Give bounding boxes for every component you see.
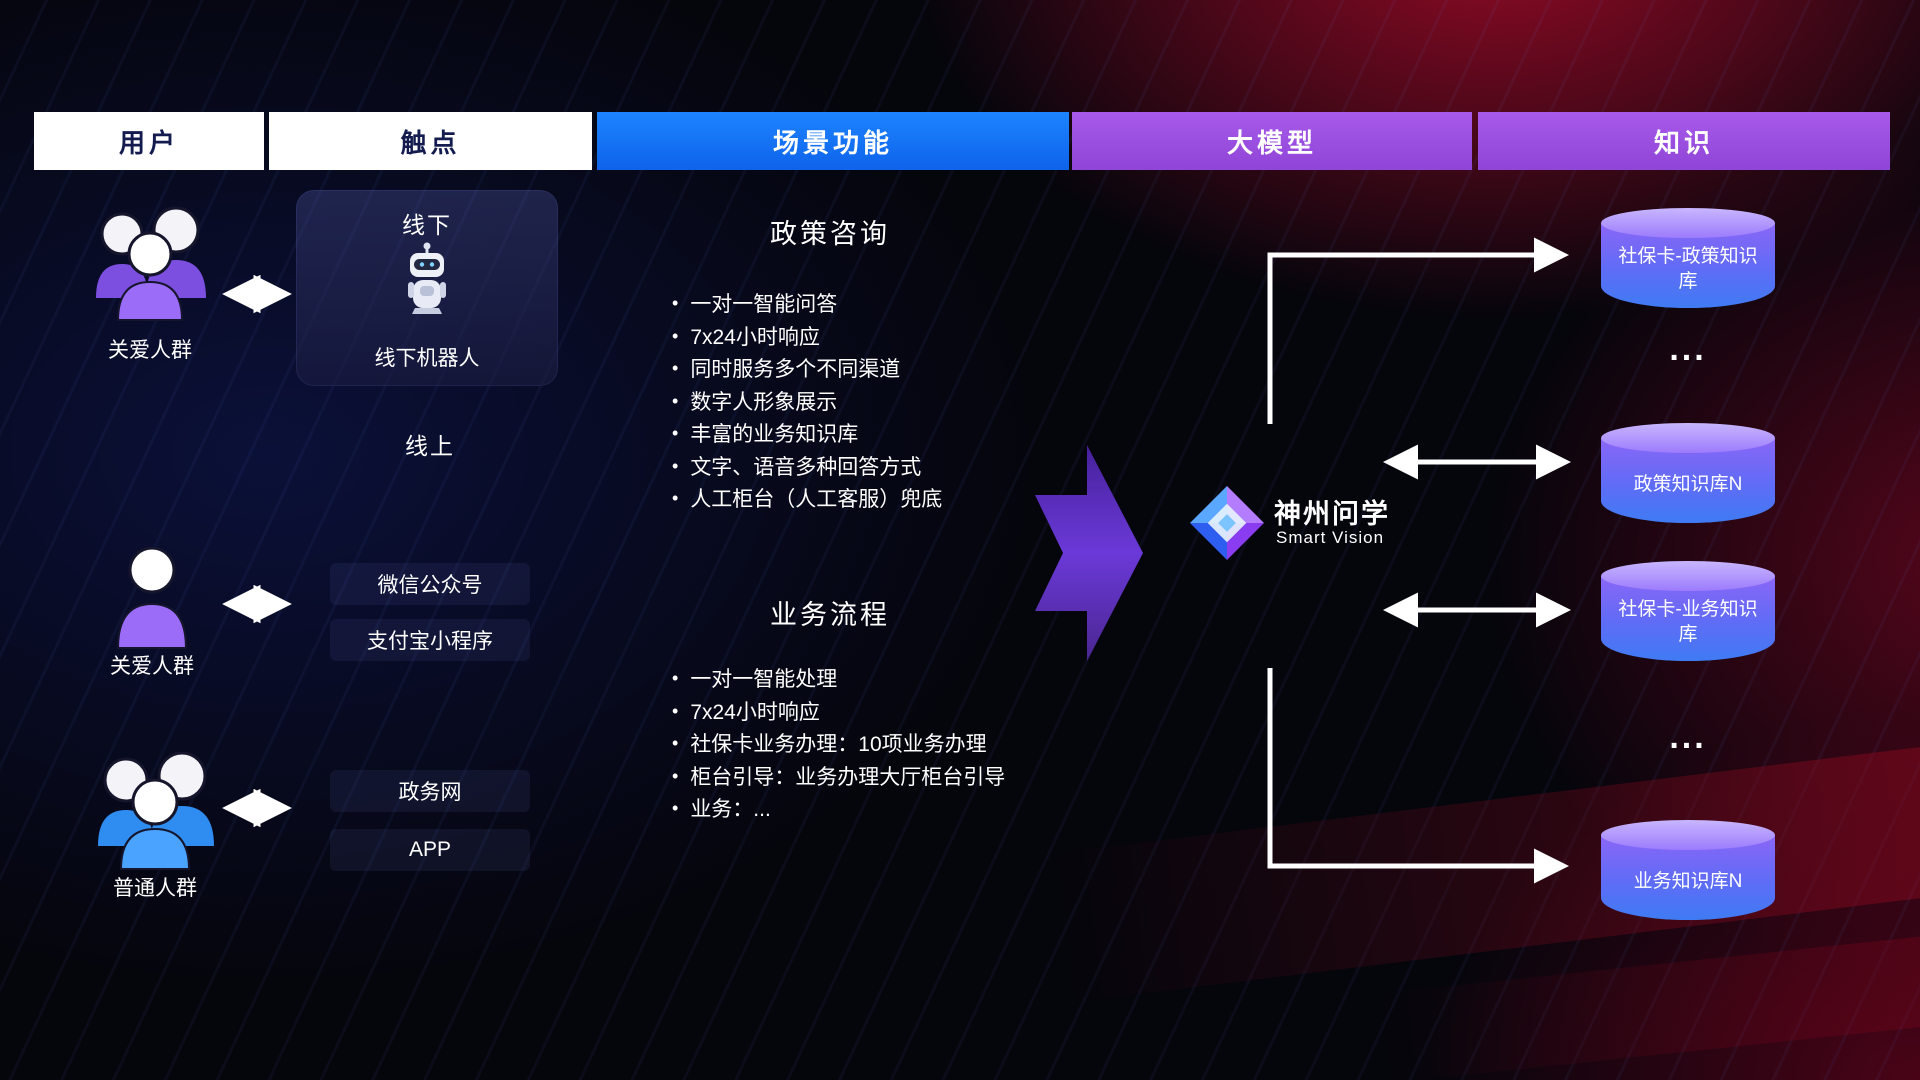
touchpoint-app: APP xyxy=(330,829,530,871)
cylinder-top xyxy=(1601,423,1775,453)
list-item: 数字人形象展示 xyxy=(672,387,1132,420)
ellipsis-more-dbs-2: ... xyxy=(1669,718,1707,756)
list-item: 一对一智能问答 xyxy=(672,289,1132,322)
user-label-care-group-1: 关爱人群 xyxy=(108,339,192,362)
list-item: 一对一智能处理 xyxy=(672,664,1132,697)
model-name: 神州问学 xyxy=(1274,499,1390,529)
offline-touchpoint-panel: 线下 线下机器人 xyxy=(296,190,558,386)
touchpoint-wechat: 微信公众号 xyxy=(330,563,530,605)
knowledge-db-label: 社保卡-政策知识库 xyxy=(1618,246,1758,292)
flow-arrow-right xyxy=(1035,437,1143,669)
user-label-care-group-2: 关爱人群 xyxy=(110,655,194,678)
online-title: 线上 xyxy=(405,433,455,459)
scenario-policy-list: 一对一智能问答 7x24小时响应 同时服务多个不同渠道 数字人形象展示 丰富的业… xyxy=(672,289,1132,517)
header-touchpoints: 触点 xyxy=(269,112,592,170)
list-item: 丰富的业务知识库 xyxy=(672,419,1132,452)
ellipsis-more-dbs: ... xyxy=(1669,330,1707,368)
cylinder-top xyxy=(1601,561,1775,591)
offline-robot-label: 线下机器人 xyxy=(374,347,480,370)
person-icon-purple xyxy=(116,546,188,650)
model-subtitle: Smart Vision xyxy=(1276,528,1385,547)
header-scenarios: 场景功能 xyxy=(597,112,1069,170)
knowledge-db-social-business: 社保卡-业务知识库 xyxy=(1601,561,1775,661)
touchpoint-alipay: 支付宝小程序 xyxy=(330,619,530,661)
scenario-title-policy: 政策咨询 xyxy=(770,219,890,249)
header-knowledge: 知识 xyxy=(1478,112,1890,170)
touchpoint-gov-web: 政务网 xyxy=(330,770,530,812)
knowledge-db-label: 社保卡-业务知识库 xyxy=(1618,599,1758,645)
cylinder-top xyxy=(1601,208,1775,238)
knowledge-db-label: 业务知识库N xyxy=(1633,870,1743,892)
smart-vision-logo-icon xyxy=(1190,486,1264,560)
header-llm: 大模型 xyxy=(1072,112,1472,170)
list-item: 同时服务多个不同渠道 xyxy=(672,354,1132,387)
knowledge-db-label: 政策知识库N xyxy=(1633,473,1743,495)
offline-title: 线下 xyxy=(402,212,452,238)
scenario-title-business: 业务流程 xyxy=(770,600,890,630)
header-users: 用户 xyxy=(34,112,264,170)
person-group-icon-purple xyxy=(88,206,212,324)
list-item: 7x24小时响应 xyxy=(672,697,1132,730)
person-group-icon-blue xyxy=(90,752,220,872)
knowledge-db-policy-n: 政策知识库N xyxy=(1601,423,1775,523)
knowledge-db-business-n: 业务知识库N xyxy=(1601,820,1775,920)
scenario-business-list: 一对一智能处理 7x24小时响应 社保卡业务办理：10项业务办理 柜台引导：业务… xyxy=(672,664,1132,827)
list-item: 人工柜台（人工客服）兜底 xyxy=(672,484,1132,517)
knowledge-db-social-policy: 社保卡-政策知识库 xyxy=(1601,208,1775,308)
cylinder-top xyxy=(1601,820,1775,850)
list-item: 柜台引导：业务办理大厅柜台引导 xyxy=(672,762,1132,795)
list-item: 社保卡业务办理：10项业务办理 xyxy=(672,729,1132,762)
user-label-general-group: 普通人群 xyxy=(113,877,197,900)
list-item: 文字、语音多种回答方式 xyxy=(672,452,1132,485)
list-item: 7x24小时响应 xyxy=(672,322,1132,355)
list-item: 业务：... xyxy=(672,794,1132,827)
robot-icon xyxy=(296,242,558,316)
